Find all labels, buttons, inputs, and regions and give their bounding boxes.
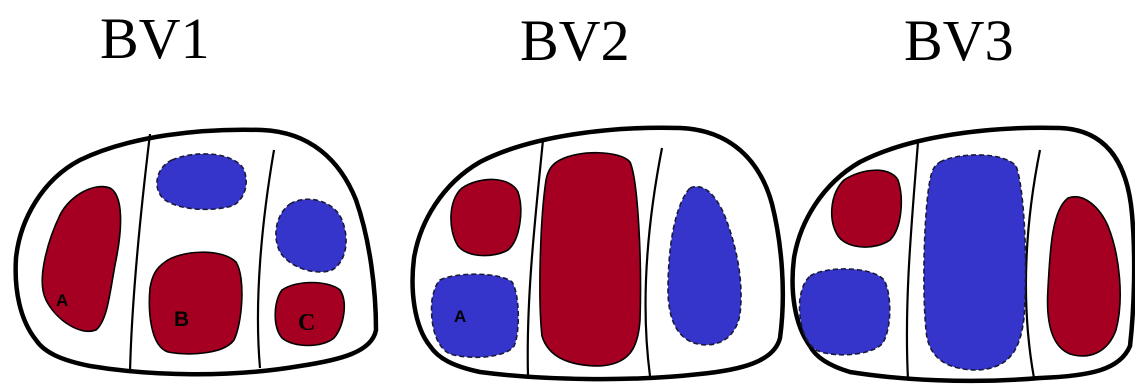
panel-bv3: BV3 [793,8,1135,381]
panel-bv1-region-blue-top [157,154,246,209]
panel-bv3-region-red-top-left [832,170,902,247]
panel-bv2: BV2 A [413,8,783,379]
panel-title-bv2: BV2 [520,8,630,73]
panel-bv2-region-a [432,274,519,357]
panel-bv1-label-c: C [298,310,315,336]
panel-title-bv3: BV3 [904,8,1014,73]
panel-bv1: BV1 A B C [16,6,376,374]
panel-bv3-region-blue-left [800,269,890,355]
panel-bv1-label-a: A [56,291,68,310]
panel-bv1-label-b: B [174,308,189,331]
panel-bv1-region-b [149,252,242,354]
panel-bv2-label-a: A [454,307,466,326]
panel-title-bv1: BV1 [100,6,210,71]
panel-bv2-region-red-center [540,153,641,366]
panel-bv2-region-red-top-left [451,179,521,255]
panel-bv3-region-blue-center [924,155,1026,370]
